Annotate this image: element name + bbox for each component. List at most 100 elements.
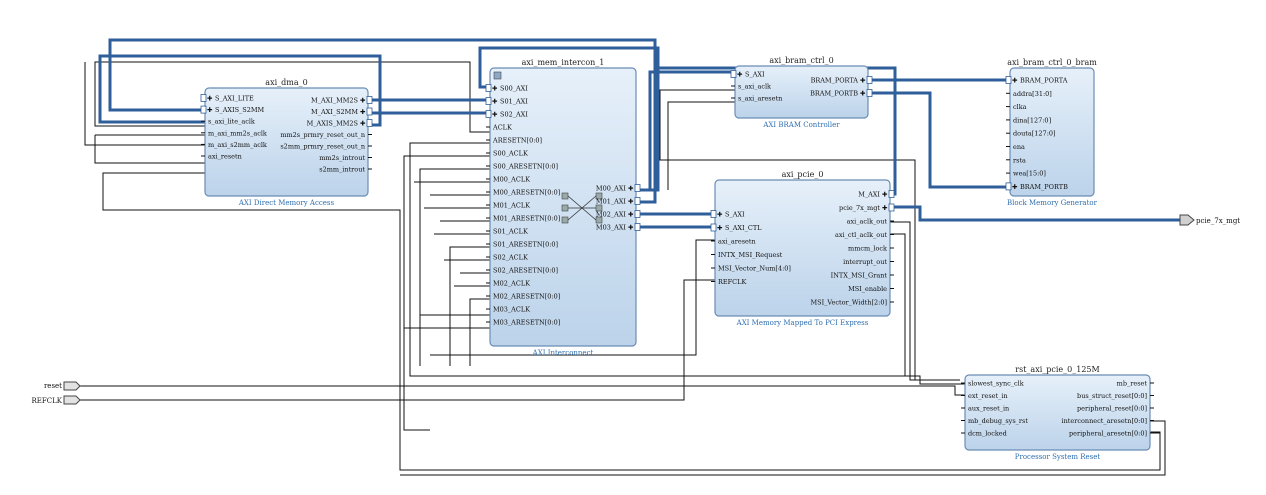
port-pcie-left-3[interactable]: INTX_MSI_Request: [711, 251, 783, 259]
port-interconnect-left-8[interactable]: M00_ARESETN[0:0]: [486, 189, 560, 197]
port-bram-left-4[interactable]: douta[127:0]: [1006, 130, 1056, 138]
port-bram-left-3[interactable]: dina[127:0]: [1006, 116, 1051, 124]
port-dma-right-5[interactable]: mm2s_introut: [319, 154, 372, 162]
net-aclk-bus-7: [469, 298, 490, 366]
bus-plus-icon: ✚: [1012, 183, 1018, 191]
port-rst-left-3[interactable]: mb_debug_sys_rst: [961, 417, 1028, 425]
port-bram-left-5[interactable]: ena: [1006, 143, 1025, 151]
port-interconnect-left-9[interactable]: M01_ACLK: [486, 202, 530, 210]
port-bram-left-1[interactable]: addra[31:0]: [1006, 90, 1052, 98]
bus-port-icon: [485, 110, 492, 118]
external-port-refclk[interactable]: REFCLK: [32, 395, 81, 405]
port-bram-left-6[interactable]: rsta: [1006, 156, 1026, 164]
port-label: S_AXIS_S2MM: [215, 106, 265, 114]
port-pcie-left-2[interactable]: axi_aresetn: [711, 238, 756, 246]
port-dma-left-3[interactable]: m_axi_mm2s_aclk: [201, 129, 267, 137]
port-label: clka: [1013, 103, 1027, 111]
bus-port-icon: [366, 119, 373, 127]
port-interconnect-left-17[interactable]: M03_ACLK: [486, 306, 530, 314]
port-bram_ctrl-left-1[interactable]: s_axi_aclk: [731, 83, 771, 91]
port-dma-left-2[interactable]: s_axi_lite_aclk: [201, 118, 255, 126]
port-interconnect-left-0[interactable]: ✚S00_AXI: [485, 84, 528, 93]
port-bram_ctrl-left-2[interactable]: s_axi_aresetn: [731, 95, 782, 103]
block-dma-title: axi_dma_0: [265, 78, 307, 87]
port-bram-left-0[interactable]: ✚BRAM_PORTA: [1005, 76, 1068, 85]
port-dma-right-1[interactable]: ✚M_AXI_S2MM: [311, 107, 373, 116]
block-bram_ctrl-caption: AXI BRAM Controller: [762, 121, 840, 129]
port-interconnect-left-11[interactable]: S01_ACLK: [486, 228, 528, 236]
port-interconnect-left-1[interactable]: ✚S01_AXI: [485, 97, 528, 106]
port-bram-left-2[interactable]: clka: [1006, 103, 1027, 111]
external-port-pcie-7x-mgt[interactable]: pcie_7x_mgt: [1179, 214, 1240, 226]
port-pcie-right-0[interactable]: ✚M_AXI: [858, 190, 895, 199]
port-pcie-left-0[interactable]: ✚S_AXI: [710, 210, 745, 219]
port-dma-right-0[interactable]: ✚M_AXI_MM2S: [311, 96, 373, 105]
port-label: BRAM_PORTA: [811, 77, 859, 85]
port-interconnect-left-7[interactable]: M00_ACLK: [486, 176, 530, 184]
block-bram-caption: Block Memory Generator: [1007, 199, 1098, 207]
port-interconnect-left-14[interactable]: S02_ARESETN[0:0]: [486, 267, 558, 275]
port-rst-right-3[interactable]: interconnect_aresetn[0:0]: [1062, 417, 1154, 425]
port-bram-left-7[interactable]: wea[15:0]: [1006, 170, 1046, 178]
port-interconnect-right-3[interactable]: ✚M03_AXI: [596, 223, 641, 232]
port-interconnect-left-16[interactable]: M02_ARESETN[0:0]: [486, 293, 560, 301]
port-label: S02_ACLK: [493, 254, 528, 262]
port-pcie-right-3[interactable]: axi_ctl_aclk_out: [835, 231, 894, 239]
port-interconnect-left-4[interactable]: ARESETN[0:0]: [486, 137, 542, 145]
port-interconnect-left-15[interactable]: M02_ACLK: [486, 280, 530, 288]
bus-port-icon: [710, 223, 717, 232]
port-pcie-right-7[interactable]: MSI_enable: [848, 285, 894, 293]
port-interconnect-left-12[interactable]: S01_ARESETN[0:0]: [486, 241, 558, 249]
port-rst-left-0[interactable]: slowest_sync_clk: [961, 380, 1024, 388]
port-pcie-left-4[interactable]: MSI_Vector_Num[4:0]: [711, 265, 791, 273]
port-rst-left-4[interactable]: dcm_locked: [961, 430, 1007, 438]
port-interconnect-right-2[interactable]: ✚M02_AXI: [596, 210, 641, 219]
port-interconnect-left-13[interactable]: S02_ACLK: [486, 254, 528, 262]
port-bram_ctrl-right-1[interactable]: ✚BRAM_PORTB: [810, 89, 873, 98]
port-dma-left-4[interactable]: m_axi_s2mm_aclk: [201, 141, 267, 149]
port-pcie-right-5[interactable]: interrupt_out: [843, 258, 894, 266]
port-interconnect-left-3[interactable]: ACLK: [486, 124, 512, 132]
port-bram-left-8[interactable]: ✚BRAM_PORTB: [1005, 182, 1068, 191]
port-interconnect-left-18[interactable]: M03_ARESETN[0:0]: [486, 319, 560, 327]
port-dma-left-0[interactable]: ✚S_AXI_LITE: [200, 94, 254, 103]
bus-port-icon: [888, 203, 895, 212]
port-pcie-left-5[interactable]: REFCLK: [711, 278, 746, 286]
port-dma-right-3[interactable]: mm2s_prmry_reset_out_n: [280, 131, 372, 139]
port-rst-right-2[interactable]: peripheral_reset[0:0]: [1077, 405, 1154, 413]
port-pcie-right-2[interactable]: axi_aclk_out: [847, 218, 894, 226]
port-interconnect-right-1[interactable]: ✚M01_AXI: [596, 197, 641, 206]
port-rst-right-0[interactable]: mb_reset: [1117, 380, 1154, 388]
port-rst-left-2[interactable]: aux_reset_in: [961, 405, 1009, 413]
port-dma-right-4[interactable]: s2mm_prmry_reset_out_n: [280, 143, 372, 151]
port-dma-right-6[interactable]: s2mm_introut: [319, 166, 372, 174]
port-bram_ctrl-left-0[interactable]: ✚S_AXI: [730, 70, 765, 79]
port-pcie-right-1[interactable]: ✚pcie_7x_mgt: [839, 203, 895, 212]
port-interconnect-left-6[interactable]: S00_ARESETN[0:0]: [486, 163, 558, 171]
port-label: ext_reset_in: [968, 392, 1008, 400]
port-rst-right-1[interactable]: bus_struct_reset[0:0]: [1077, 392, 1154, 400]
port-interconnect-left-2[interactable]: ✚S02_AXI: [485, 110, 528, 119]
port-rst-left-1[interactable]: ext_reset_in: [961, 392, 1008, 400]
port-interconnect-right-0[interactable]: ✚M00_AXI: [596, 184, 641, 193]
port-dma-left-5[interactable]: axi_resetn: [201, 153, 242, 161]
port-bram_ctrl-right-0[interactable]: ✚BRAM_PORTA: [811, 76, 873, 85]
port-pcie-right-4[interactable]: mmcm_lock: [848, 245, 894, 253]
port-pcie-left-1[interactable]: ✚S_AXI_CTL: [710, 223, 762, 232]
port-dma-left-1[interactable]: ✚S_AXIS_S2MM: [200, 105, 265, 114]
port-interconnect-left-10[interactable]: M01_ARESETN[0:0]: [486, 215, 560, 223]
port-interconnect-left-5[interactable]: S00_ACLK: [486, 150, 528, 158]
external-port-reset[interactable]: reset: [44, 381, 81, 391]
port-rst-right-4[interactable]: peripheral_aresetn[0:0]: [1069, 430, 1154, 438]
bus-port-icon: [888, 190, 895, 198]
port-pcie-right-8[interactable]: MSI_Vector_Width[2:0]: [810, 299, 894, 307]
port-dma-right-2[interactable]: ✚M_AXIS_MM2S: [307, 119, 373, 128]
port-pcie-right-6[interactable]: INTX_MSI_Grant: [831, 272, 894, 280]
